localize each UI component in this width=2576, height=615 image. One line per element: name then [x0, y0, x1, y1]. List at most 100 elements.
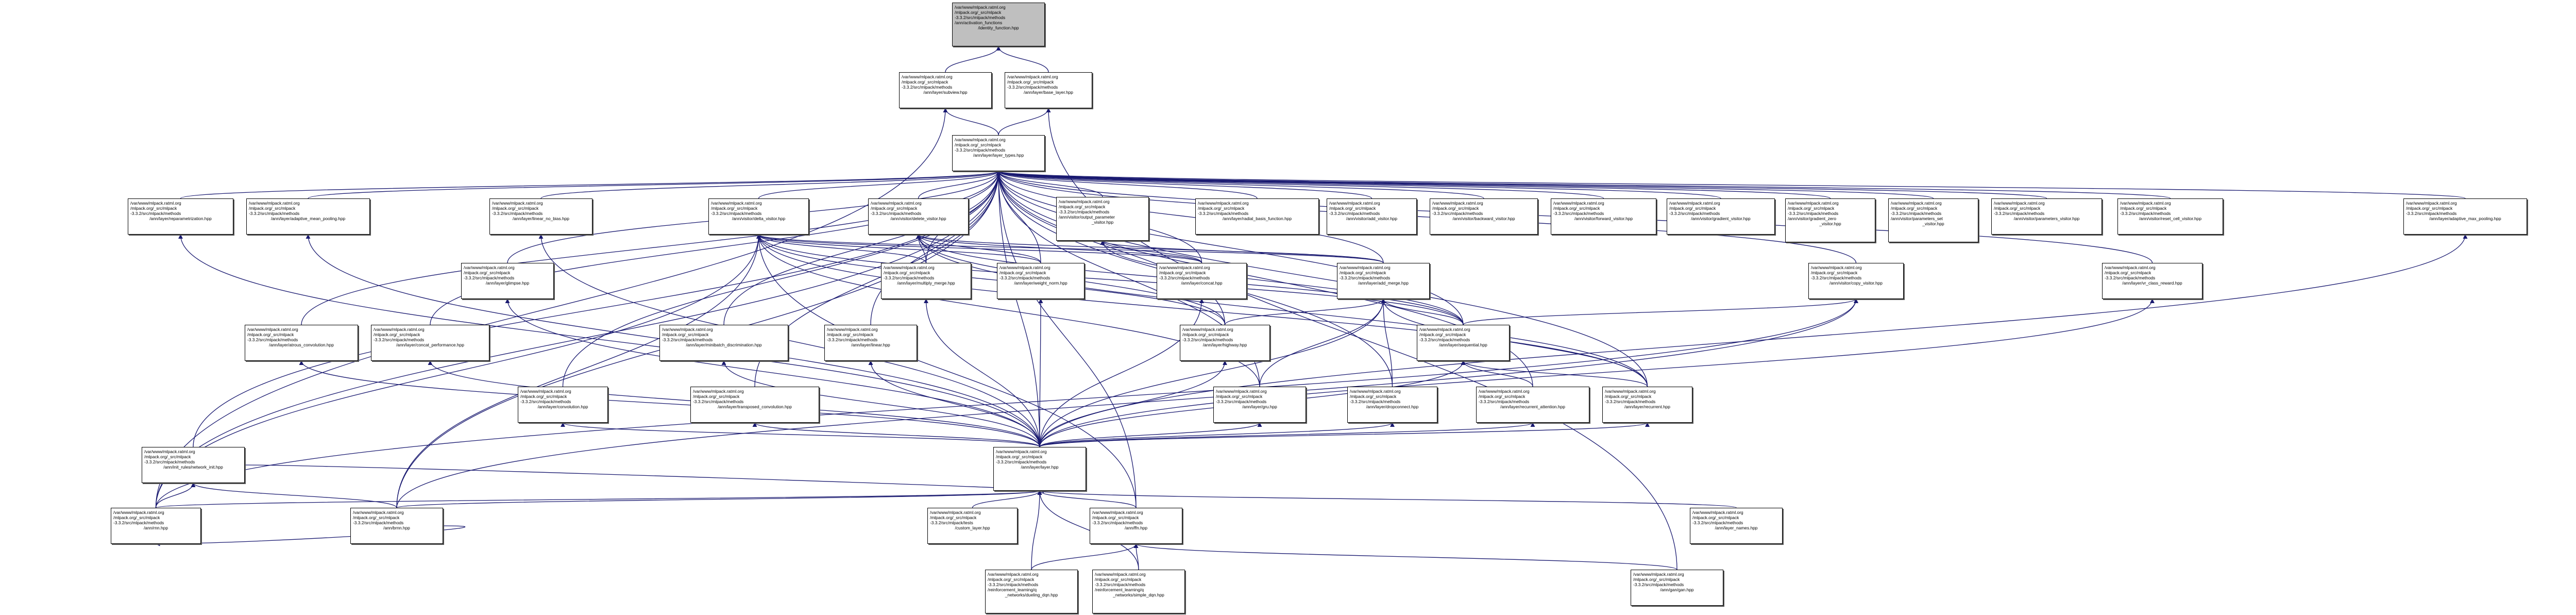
node-label-line: -3.3.2/src/mlpack/methods — [1994, 211, 2045, 216]
graph-node-backward-visitor[interactable]: /var/www/mlpack.ratml.org/mlpack.org/_sr… — [1430, 198, 1538, 235]
node-label-line: -3.3.2/src/mlpack/methods — [1633, 582, 1684, 587]
node-label-line: /var/www/mlpack.ratml.org — [2120, 201, 2171, 206]
edge-brnn-to-delta-visitor — [396, 234, 761, 508]
graph-node-output-parameter-visitor[interactable]: /var/www/mlpack.ratml.org/mlpack.org/_sr… — [1056, 197, 1149, 241]
graph-node-simple-dqn[interactable]: /var/www/mlpack.ratml.org/mlpack.org/_sr… — [1092, 570, 1185, 613]
graph-node-concat[interactable]: /var/www/mlpack.ratml.org/mlpack.org/_sr… — [1157, 263, 1247, 299]
graph-node-rnn[interactable]: /var/www/mlpack.ratml.org/mlpack.org/_sr… — [111, 508, 201, 544]
edge-concat-to-delete-visitor — [916, 234, 1202, 263]
graph-node-dropconnect[interactable]: /var/www/mlpack.ratml.org/mlpack.org/_sr… — [1347, 387, 1437, 423]
edge-highway-to-delta-visitor — [756, 234, 1226, 325]
node-label-line: /var/www/mlpack.ratml.org — [113, 510, 164, 515]
graph-node-parameters-set-visitor[interactable]: /var/www/mlpack.ratml.org/mlpack.org/_sr… — [1888, 198, 1978, 242]
graph-node-reparametrization[interactable]: /var/www/mlpack.ratml.org/mlpack.org/_sr… — [128, 198, 233, 235]
node-label-line: /var/www/mlpack.ratml.org — [711, 201, 762, 206]
node-label-line: /ann/visitor/parameters_set — [1891, 216, 1943, 221]
graph-node-add-merge[interactable]: /var/www/mlpack.ratml.org/mlpack.org/_sr… — [1337, 263, 1430, 299]
node-label-line: /var/www/mlpack.ratml.org — [1479, 389, 1530, 394]
graph-node-linear[interactable]: /var/www/mlpack.ratml.org/mlpack.org/_sr… — [824, 325, 917, 361]
node-label-line: /mlpack.org/_src/mlpack — [1692, 515, 1739, 520]
graph-node-gradient-zero-visitor[interactable]: /var/www/mlpack.ratml.org/mlpack.org/_sr… — [1785, 198, 1875, 242]
node-label-line: /mlpack.org/_src/mlpack — [662, 332, 709, 337]
node-label-line: -3.3.2/src/mlpack/methods — [662, 337, 713, 342]
graph-node-multiply-merge[interactable]: /var/www/mlpack.ratml.org/mlpack.org/_sr… — [881, 263, 971, 299]
graph-node-delta-visitor[interactable]: /var/www/mlpack.ratml.org/mlpack.org/_sr… — [708, 198, 809, 235]
node-label-line: -3.3.2/src/mlpack/methods — [1692, 520, 1743, 525]
graph-node-network-init[interactable]: /var/www/mlpack.ratml.org/mlpack.org/_sr… — [142, 447, 245, 483]
graph-node-parameters-visitor[interactable]: /var/www/mlpack.ratml.org/mlpack.org/_sr… — [1991, 198, 2102, 235]
graph-node-brnn[interactable]: /var/www/mlpack.ratml.org/mlpack.org/_sr… — [350, 508, 443, 544]
node-label-line: -3.3.2/src/mlpack/methods — [2120, 211, 2171, 216]
node-label-line: -3.3.2/src/mlpack/methods — [1553, 211, 1604, 216]
edge-layer-to-reparametrization — [178, 234, 1040, 447]
edge-layer-to-gru — [1039, 422, 1262, 447]
node-label-line: /ann/layer/minibatch_discrimination.hpp — [686, 342, 762, 347]
graph-node-vr-class-reward[interactable]: /var/www/mlpack.ratml.org/mlpack.org/_sr… — [2102, 263, 2202, 299]
node-label-line: /var/www/mlpack.ratml.org — [1059, 199, 1110, 204]
graph-node-base-layer[interactable]: /var/www/mlpack.ratml.org/mlpack.org/_sr… — [1005, 72, 1092, 108]
node-label-line: -3.3.2/src/mlpack/methods — [130, 211, 181, 216]
node-label-line: /ann/visitor/delete_visitor.hpp — [890, 216, 946, 221]
node-label-line: /mlpack.org/_src/mlpack — [492, 206, 539, 211]
graph-node-ffn[interactable]: /var/www/mlpack.ratml.org/mlpack.org/_sr… — [1090, 508, 1182, 544]
node-label-line: /mlpack.org/_src/mlpack — [1216, 394, 1263, 399]
edge-delete-visitor-to-layer-types — [918, 171, 1001, 199]
graph-node-dueling-dqn[interactable]: /var/www/mlpack.ratml.org/mlpack.org/_sr… — [985, 570, 1078, 613]
node-label-line: /ann/layer/highway.hpp — [1202, 342, 1247, 347]
graph-node-reset-cell-visitor[interactable]: /var/www/mlpack.ratml.org/mlpack.org/_sr… — [2117, 198, 2223, 235]
graph-node-highway[interactable]: /var/www/mlpack.ratml.org/mlpack.org/_sr… — [1180, 325, 1270, 361]
node-label-line: /mlpack.org/_src/mlpack — [1350, 394, 1397, 399]
node-label-line: -3.3.2/src/mlpack/methods — [902, 85, 953, 90]
graph-node-delete-visitor[interactable]: /var/www/mlpack.ratml.org/mlpack.org/_sr… — [868, 198, 969, 235]
graph-node-sequential[interactable]: /var/www/mlpack.ratml.org/mlpack.org/_sr… — [1417, 325, 1510, 361]
node-label-line: /ann/layer/adaptive_mean_pooling.hpp — [270, 216, 346, 221]
node-label-line: /reinforcement_learning/q — [988, 587, 1037, 592]
edge-layer-to-recurrent — [1039, 422, 1650, 447]
node-label-line: /var/www/mlpack.ratml.org — [930, 510, 981, 515]
node-label-line: -3.3.2/src/mlpack/tests — [930, 520, 973, 525]
graph-node-adaptive-max-pooling[interactable]: /var/www/mlpack.ratml.org/mlpack.org/_sr… — [2403, 198, 2527, 235]
graph-node-linear-no-bias[interactable]: /var/www/mlpack.ratml.org/mlpack.org/_sr… — [489, 198, 592, 235]
graph-node-weight-norm[interactable]: /var/www/mlpack.ratml.org/mlpack.org/_sr… — [997, 263, 1084, 299]
graph-node-radial-basis-function[interactable]: /var/www/mlpack.ratml.org/mlpack.org/_sr… — [1195, 198, 1319, 235]
graph-node-recurrent[interactable]: /var/www/mlpack.ratml.org/mlpack.org/_sr… — [1602, 387, 1692, 423]
node-label-line: /ann/visitor/gradient_visitor.hpp — [1691, 216, 1751, 221]
graph-node-layer[interactable]: /var/www/mlpack.ratml.org/mlpack.org/_sr… — [993, 447, 1086, 491]
edge-layer-types-to-base-layer — [998, 108, 1051, 136]
graph-node-gru[interactable]: /var/www/mlpack.ratml.org/mlpack.org/_sr… — [1213, 387, 1306, 423]
graph-node-adaptive-mean-pooling[interactable]: /var/www/mlpack.ratml.org/mlpack.org/_sr… — [246, 198, 370, 235]
graph-node-minibatch-discrimination[interactable]: /var/www/mlpack.ratml.org/mlpack.org/_sr… — [659, 325, 788, 361]
graph-node-glimpse[interactable]: /var/www/mlpack.ratml.org/mlpack.org/_sr… — [461, 263, 554, 299]
graph-node-transposed-convolution[interactable]: /var/www/mlpack.ratml.org/mlpack.org/_sr… — [690, 387, 819, 423]
graph-node-concat-performance[interactable]: /var/www/mlpack.ratml.org/mlpack.org/_sr… — [371, 325, 489, 361]
node-label-line: /ann/layer/recurrent_attention.hpp — [1500, 404, 1565, 409]
edge-network-init-to-layer — [244, 464, 1049, 493]
node-label-line: /mlpack.org/_src/mlpack — [1329, 206, 1376, 211]
node-label-line: /mlpack.org/_src/mlpack — [711, 206, 758, 211]
edge-add-merge-to-layer-types — [996, 171, 1384, 263]
graph-node-forward-visitor[interactable]: /var/www/mlpack.ratml.org/mlpack.org/_sr… — [1551, 198, 1656, 235]
graph-node-layer-types[interactable]: /var/www/mlpack.ratml.org/mlpack.org/_sr… — [952, 135, 1045, 171]
edge-layer-to-highway — [1039, 360, 1228, 447]
node-label-line: /mlpack.org/_src/mlpack — [374, 332, 420, 337]
graph-node-gradient-visitor[interactable]: /var/www/mlpack.ratml.org/mlpack.org/_sr… — [1667, 198, 1775, 235]
edge-layer-to-convolution — [561, 422, 1040, 447]
node-label-line: -3.3.2/src/mlpack/methods — [2406, 211, 2457, 216]
node-label-line: _visitor.hpp — [1819, 221, 1841, 226]
node-label-line: /var/www/mlpack.ratml.org — [1811, 265, 1862, 270]
graph-node-recurrent-attention[interactable]: /var/www/mlpack.ratml.org/mlpack.org/_sr… — [1476, 387, 1589, 423]
node-label-line: /var/www/mlpack.ratml.org — [1419, 327, 1470, 332]
node-label-line: /custom_layer.hpp — [955, 525, 990, 530]
graph-node-atrous-convolution[interactable]: /var/www/mlpack.ratml.org/mlpack.org/_sr… — [245, 325, 358, 361]
graph-node-convolution[interactable]: /var/www/mlpack.ratml.org/mlpack.org/_sr… — [518, 387, 608, 423]
edge-simple-dqn-to-layer — [1037, 490, 1139, 570]
node-label-line: /ann/visitor/gradient_zero — [1788, 216, 1837, 221]
graph-node-custom-layer[interactable]: /var/www/mlpack.ratml.org/mlpack.org/_sr… — [927, 508, 1018, 544]
graph-node-subview[interactable]: /var/www/mlpack.ratml.org/mlpack.org/_sr… — [899, 72, 992, 108]
graph-node-copy-visitor[interactable]: /var/www/mlpack.ratml.org/mlpack.org/_sr… — [1808, 263, 1904, 299]
node-label-line: /mlpack.org/_src/mlpack — [247, 332, 294, 337]
graph-node-gan[interactable]: /var/www/mlpack.ratml.org/mlpack.org/_sr… — [1631, 570, 1723, 606]
graph-node-layer-names[interactable]: /var/www/mlpack.ratml.org/mlpack.org/_sr… — [1690, 508, 1783, 544]
graph-node-add-visitor[interactable]: /var/www/mlpack.ratml.org/mlpack.org/_sr… — [1327, 198, 1417, 235]
edge-linear-no-bias-to-layer-types — [540, 171, 1001, 199]
